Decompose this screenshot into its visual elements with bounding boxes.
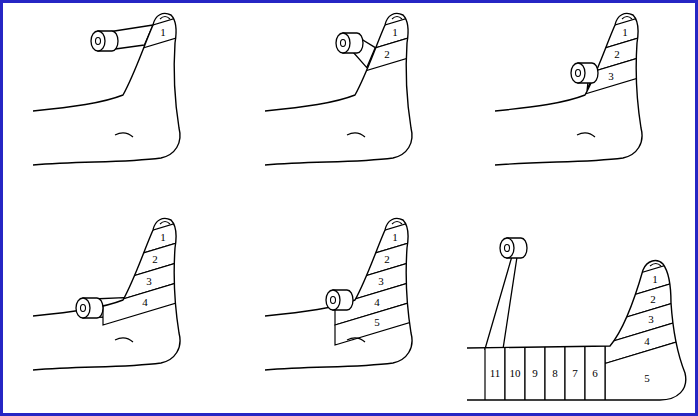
- toenail: [160, 17, 170, 20]
- bandage-roll-end: [76, 298, 90, 318]
- turn-number: 11: [490, 367, 501, 379]
- foot-panel: [495, 4, 685, 165]
- turn-number: 3: [378, 275, 384, 287]
- foot-outline: [33, 13, 180, 165]
- turn-number: 1: [392, 26, 398, 38]
- bandage-turn: [505, 338, 525, 408]
- bandage-roll-end: [500, 238, 514, 258]
- turn-number: 2: [384, 48, 390, 60]
- bandage-roll-core: [576, 70, 581, 77]
- turn-number: 10: [510, 367, 521, 379]
- toenail: [392, 222, 402, 225]
- bandage-turn: [335, 24, 455, 80]
- foot-panel: [33, 209, 223, 370]
- turn-number: 6: [592, 367, 598, 379]
- turn-number: 1: [392, 231, 398, 243]
- turn-number: 7: [572, 367, 578, 379]
- bandage-turn: [585, 338, 605, 408]
- bandage-roll-core: [331, 297, 336, 304]
- turn-number: 3: [608, 70, 614, 82]
- turn-number: 3: [648, 313, 654, 325]
- turn-number: 3: [146, 275, 152, 287]
- turn-number: 4: [374, 296, 380, 308]
- turn-number: 2: [152, 253, 158, 265]
- bandage-roll-end: [571, 63, 585, 83]
- turn-number: 8: [552, 367, 558, 379]
- bandage-roll-end: [91, 31, 105, 51]
- bandage-turns: [565, 4, 685, 100]
- foot-panel: [33, 4, 223, 165]
- turn-number: 4: [644, 335, 650, 347]
- turn-number: 1: [652, 273, 658, 285]
- turn-number: 4: [142, 296, 148, 308]
- bandage-roll-end: [336, 33, 350, 53]
- turn-number: 5: [374, 316, 380, 328]
- bandage-strip: [485, 239, 517, 349]
- turn-number: 2: [614, 48, 620, 60]
- ankle-mark: [115, 338, 133, 342]
- turn-number: 1: [160, 26, 166, 38]
- toenail: [650, 264, 661, 267]
- bandage-illustration: [3, 3, 695, 413]
- bandage-turn: [103, 269, 223, 325]
- bandage-turn: [605, 334, 695, 409]
- label-layer: 1121231234123451234567891011: [3, 3, 695, 413]
- bandage-turn: [565, 338, 585, 408]
- bandage-turns: [335, 4, 455, 80]
- bandage-turn: [485, 338, 505, 408]
- turn-number: 9: [532, 367, 538, 379]
- turn-number: 1: [622, 26, 628, 38]
- foot-outline: [265, 13, 412, 165]
- ankle-mark: [347, 338, 365, 342]
- ankle-mark: [115, 133, 133, 137]
- bandage-turns: [103, 4, 223, 60]
- bandage-turn: [525, 338, 545, 408]
- bandage-turns: [103, 209, 223, 325]
- ankle-mark: [347, 133, 365, 137]
- foot-panel: [265, 209, 455, 370]
- foot-panel-complete: [467, 238, 695, 408]
- foot-outline: [467, 261, 686, 400]
- toenail: [160, 222, 170, 225]
- turn-number: 5: [644, 372, 650, 384]
- turn-number: 2: [650, 293, 656, 305]
- toenail: [392, 17, 402, 20]
- foot-panel: [265, 4, 455, 165]
- bandage-turn: [103, 4, 223, 60]
- bandage-roll-core: [96, 38, 101, 45]
- toenail: [622, 17, 632, 20]
- bandage-turns: [485, 254, 695, 409]
- bandage-roll-core: [341, 40, 346, 47]
- bandage-turn: [565, 44, 685, 100]
- foot-outline: [265, 218, 412, 370]
- turn-number: 1: [160, 231, 166, 243]
- ankle-mark: [577, 133, 595, 137]
- bandage-roll-core: [505, 245, 510, 252]
- turn-number: 2: [384, 253, 390, 265]
- bandage-turns: [335, 209, 455, 345]
- foot-outline: [33, 218, 180, 370]
- bandage-turn: [545, 338, 565, 408]
- foot-outline: [495, 13, 642, 165]
- bandage-roll-core: [81, 305, 86, 312]
- bandage-roll-end: [326, 290, 340, 310]
